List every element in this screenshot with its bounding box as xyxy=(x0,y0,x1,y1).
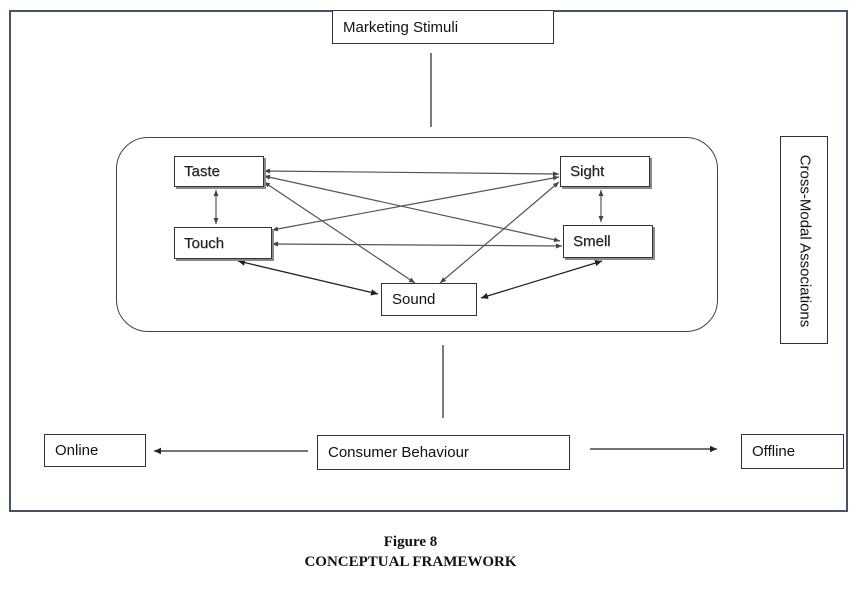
figure-number: Figure 8 xyxy=(383,534,438,550)
sound-box: Sound xyxy=(381,283,477,316)
cross-modal-associations-label: Cross-Modal Associations xyxy=(796,154,814,328)
arrow-taste-smell xyxy=(263,174,561,243)
sight-box: Sight xyxy=(560,156,650,187)
arrow-sight-sound xyxy=(439,181,560,284)
touch-box: Touch xyxy=(174,227,272,259)
cross-modal-associations-box: Cross-Modal Associations xyxy=(780,136,828,344)
marketing-stimuli-box: Marketing Stimuli xyxy=(332,10,554,44)
taste-box: Taste xyxy=(174,156,264,187)
arrow-taste-sight xyxy=(263,168,560,177)
arrow-touch-sight xyxy=(271,175,560,232)
arrow-taste-sound xyxy=(263,181,416,284)
consumer-behaviour-box: Consumer Behaviour xyxy=(317,435,570,470)
senses-group xyxy=(116,137,718,332)
online-box: Online xyxy=(44,434,146,467)
smell-box: Smell xyxy=(563,225,653,258)
arrow-smell-sound xyxy=(480,259,603,300)
offline-box: Offline xyxy=(741,434,844,469)
arrow-touch-sound xyxy=(237,259,379,296)
figure-title: CONCEPTUAL FRAMEWORK xyxy=(304,554,517,570)
arrow-touch-smell xyxy=(271,241,563,249)
